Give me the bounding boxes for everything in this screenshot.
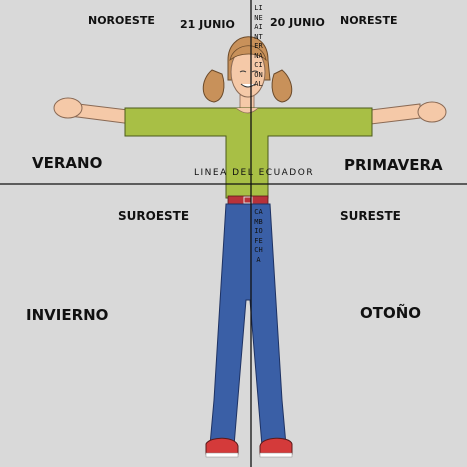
label-invierno: INVIERNO: [26, 306, 109, 324]
label-sureste: SURESTE: [340, 209, 401, 223]
label-20-junio: 20 JUNIO: [270, 16, 325, 29]
label-21-junio: 21 JUNIO: [180, 18, 235, 31]
jeans: [209, 203, 287, 447]
bangs: [229, 45, 267, 62]
label-otono: OTOÑO: [360, 304, 422, 322]
label-linea-ecuador: LINEA DEL ECUADOR: [194, 168, 315, 178]
label-primavera: PRIMAVERA: [344, 156, 443, 174]
label-verano: VERANO: [32, 154, 103, 172]
shirt: [124, 107, 373, 199]
shoes: [205, 437, 293, 458]
label-noreste: NORESTE: [340, 14, 398, 27]
label-noroeste: NOROESTE: [88, 14, 155, 27]
label-linea-internacional: LINEAINTERNACIONAL: [254, 4, 263, 88]
label-suroeste: SUROESTE: [118, 209, 190, 223]
label-cambio-fecha: CAMBIOFECHA: [254, 208, 263, 264]
